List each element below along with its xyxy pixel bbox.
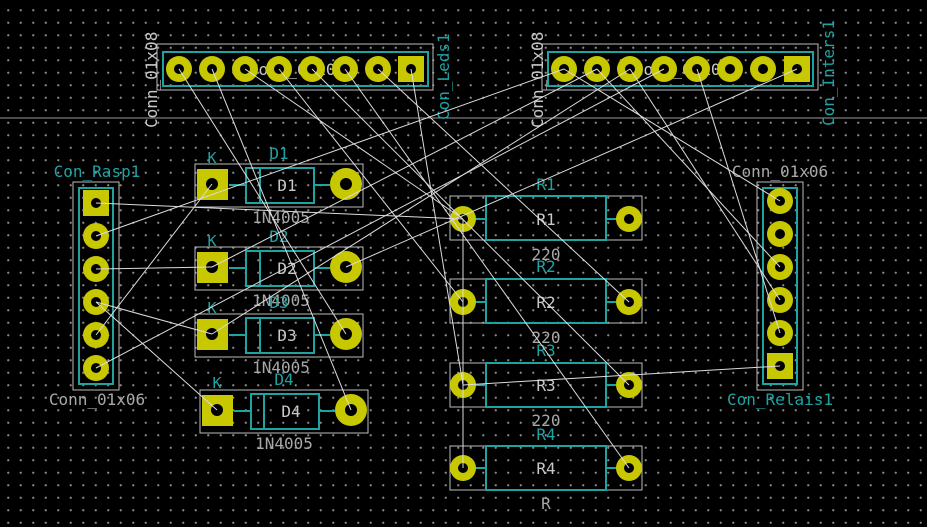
footprint-con-relais[interactable]: Conn_01x06 R Con_Relais1 bbox=[727, 162, 833, 409]
ratsnest bbox=[95, 68, 798, 469]
footprint-con-inters[interactable]: Conn_01x08 Conn_01x08 Con_Inters1 bbox=[528, 20, 838, 128]
ref-con-rasp: Con_Rasp1 bbox=[54, 162, 141, 181]
ref-r2: R2 bbox=[536, 257, 555, 276]
footprint-con-rasp[interactable]: Con_Rasp1 R Conn_01x06 bbox=[49, 162, 145, 409]
cathode-label-d2: K bbox=[207, 232, 216, 250]
value-d4: 1N4005 bbox=[255, 434, 313, 453]
ref-r3: R3 bbox=[536, 341, 555, 360]
ratsnest-line bbox=[178, 68, 347, 335]
value-d3: 1N4005 bbox=[252, 358, 310, 377]
ratsnest-line bbox=[629, 68, 781, 301]
footprint-r3[interactable]: R3 R3 220 bbox=[449, 341, 643, 430]
ratsnest-line bbox=[95, 301, 213, 335]
ref-d3: D3 bbox=[269, 293, 288, 312]
outline-con-rasp bbox=[78, 187, 114, 385]
ref-d4: D4 bbox=[274, 370, 293, 389]
ratsnest-line bbox=[211, 68, 631, 335]
value-d2: 1N4005 bbox=[252, 291, 310, 310]
courtyard-con-rasp bbox=[72, 181, 120, 391]
value-con-inters: Conn_01x08 bbox=[528, 32, 547, 128]
ratsnest-line bbox=[95, 183, 213, 336]
outline-con-inters bbox=[547, 51, 814, 87]
courtyard-d2 bbox=[194, 246, 364, 291]
ratsnest-line bbox=[462, 365, 781, 386]
ratsnest-line bbox=[95, 202, 464, 220]
outline-con-leds bbox=[162, 51, 429, 87]
fab-label-d3: D3 bbox=[277, 326, 296, 345]
ratsnest-line bbox=[696, 68, 781, 334]
ratsnest-line bbox=[596, 68, 781, 268]
fab-label-con-inters: Conn_01x08 bbox=[634, 60, 730, 79]
fab-label-r3: R3 bbox=[536, 376, 555, 395]
courtyard-d3 bbox=[194, 313, 364, 358]
value-r1: 220 bbox=[532, 245, 561, 264]
cathode-label-d1: K bbox=[207, 149, 216, 167]
courtyard-d1 bbox=[194, 163, 364, 208]
value-r3: 220 bbox=[532, 411, 561, 430]
ratsnest-line bbox=[344, 68, 630, 469]
ratsnest-line bbox=[311, 68, 630, 386]
value-d1: 1N4005 bbox=[252, 208, 310, 227]
cathode-label-d3: K bbox=[207, 299, 216, 317]
ref-r1: R1 bbox=[536, 175, 555, 194]
value-con-leds: Conn_01x08 bbox=[142, 32, 161, 128]
pads-con-relais bbox=[767, 188, 793, 379]
pads-con-rasp bbox=[83, 190, 109, 381]
footprint-d1[interactable]: K D1 D1 1N4005 bbox=[194, 144, 364, 227]
ratsnest-line bbox=[377, 68, 630, 303]
footprint-r4[interactable]: R4 R4 R bbox=[449, 425, 643, 513]
courtyard-d4 bbox=[199, 389, 369, 434]
ratsnest-line bbox=[95, 301, 218, 411]
footprint-r1[interactable]: R1 R1 220 bbox=[449, 175, 643, 264]
ref-con-inters: Con_Inters1 bbox=[819, 20, 838, 126]
ratsnest-line bbox=[95, 266, 213, 270]
ref-r4: R4 bbox=[536, 425, 555, 444]
value-r2: 220 bbox=[532, 328, 561, 347]
footprint-con-leds[interactable]: Conn_01x08 Conn_01x08 Con_Leds1 bbox=[142, 32, 453, 128]
value-con-rasp: Conn_01x06 bbox=[49, 390, 145, 409]
ratsnest-line bbox=[563, 68, 781, 202]
value-r4: R bbox=[541, 494, 551, 513]
ref-d2: D2 bbox=[269, 227, 288, 246]
ratsnest-line bbox=[211, 68, 598, 268]
courtyard-con-relais bbox=[756, 181, 804, 391]
courtyard-con-inters bbox=[541, 43, 819, 91]
fab-label-con-leds: Conn_01x08 bbox=[249, 60, 345, 79]
value-con-relais: Conn_01x06 bbox=[732, 162, 828, 181]
ref-d1: D1 bbox=[269, 144, 288, 163]
footprint-d4[interactable]: K D4 D4 1N4005 bbox=[199, 370, 369, 453]
fab-label-d4: D4 bbox=[281, 402, 300, 421]
fab-label-r1: R1 bbox=[536, 210, 555, 229]
fab-label-d1: D1 bbox=[277, 176, 296, 195]
ratsnest-line bbox=[95, 68, 565, 237]
footprint-d3[interactable]: K D3 D3 1N4005 bbox=[194, 293, 364, 377]
ratsnest-line bbox=[345, 68, 798, 268]
ref-con-relais: Con_Relais1 bbox=[727, 390, 833, 409]
ref-con-leds: Con_Leds1 bbox=[434, 33, 453, 120]
ratsnest-line bbox=[211, 68, 352, 411]
cathode-label-d4: K bbox=[212, 374, 221, 392]
ratsnest-line bbox=[95, 68, 665, 369]
fab-label-r4: R4 bbox=[536, 459, 555, 478]
